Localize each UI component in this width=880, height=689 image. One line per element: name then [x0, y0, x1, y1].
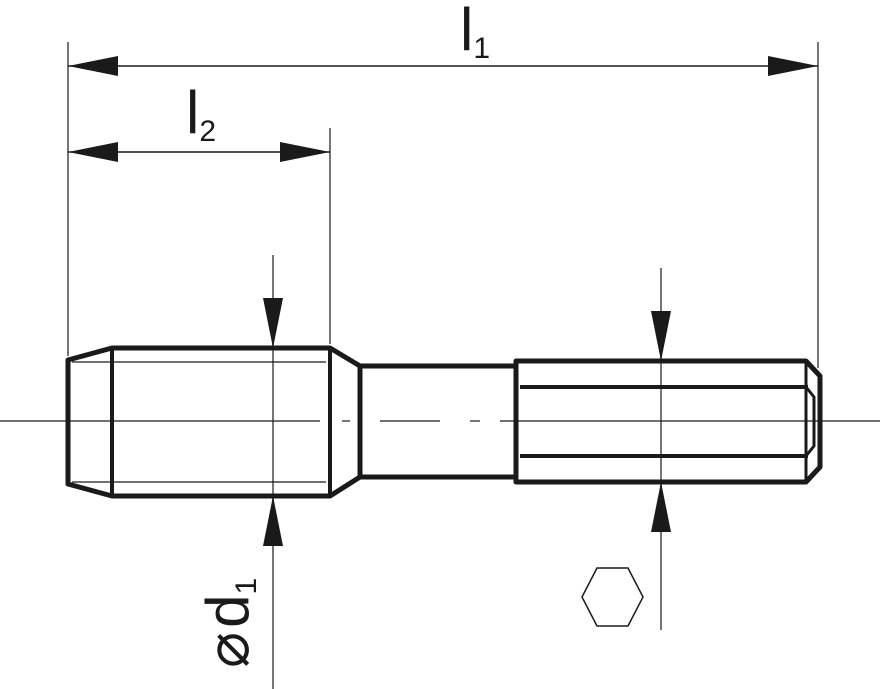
l1-label: l1 — [460, 0, 490, 65]
dimension-lines — [68, 56, 818, 546]
d1-label: ⌀d1 — [194, 578, 263, 668]
tap-body — [65, 345, 823, 499]
l2-label: l2 — [186, 79, 216, 148]
square-end-chamfer — [804, 386, 816, 457]
hexagon-icon — [581, 567, 644, 627]
